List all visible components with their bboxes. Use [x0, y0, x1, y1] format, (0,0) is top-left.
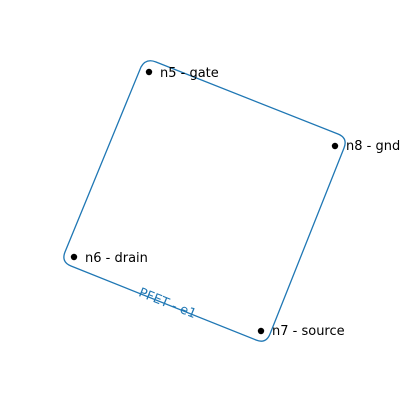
node-n8-gnd[interactable]: n8 - gnd — [331, 139, 400, 154]
node-dot — [257, 327, 265, 335]
node-n6-drain[interactable]: n6 - drain — [70, 251, 148, 266]
pfet-element-outline — [63, 60, 346, 342]
node-n5-gate[interactable]: n5 - gate — [145, 66, 219, 81]
node-dot — [331, 142, 339, 150]
node-dot — [145, 68, 153, 76]
node-dot — [70, 253, 78, 261]
node-n7-source[interactable]: n7 - source — [257, 324, 345, 339]
node-label-gate: n5 - gate — [160, 66, 219, 81]
node-label-drain: n6 - drain — [85, 251, 148, 266]
node-label-source: n7 - source — [272, 324, 345, 339]
element-label: PFET - e1 — [136, 285, 198, 322]
node-label-gnd: n8 - gnd — [346, 139, 400, 154]
